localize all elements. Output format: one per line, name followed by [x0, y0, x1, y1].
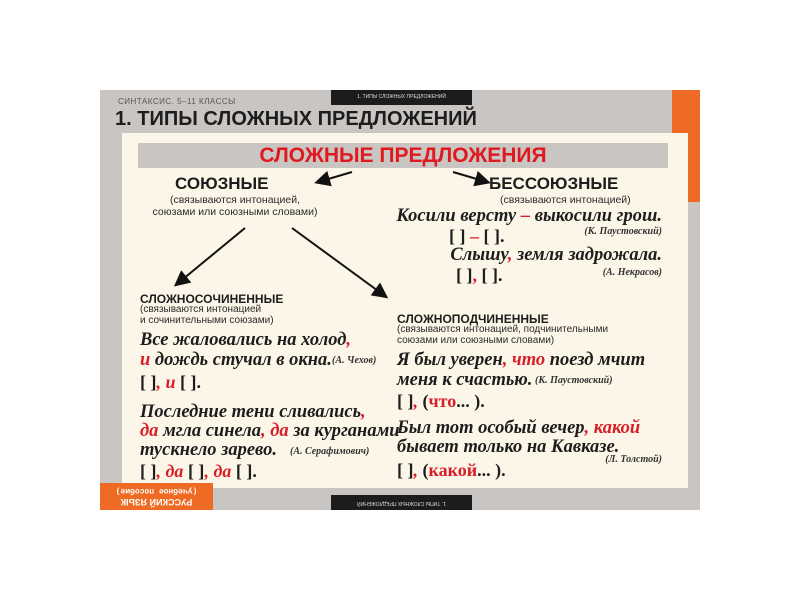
scheme: [ ], (что... ). [397, 391, 485, 411]
desc-line: (связываются интонацией [140, 304, 262, 315]
arrow-to-soyuznye [314, 170, 353, 187]
slozhnopodchinennye-desc: (связываются интонацией, подчинительными… [397, 324, 608, 346]
slozhnosochinennye-desc: (связываются интонацией и сочинительными… [140, 304, 274, 326]
desc-line: и сочинительными союзами) [140, 315, 274, 326]
example-line: и дождь стучал в окна. [140, 350, 332, 370]
bottom-tab-label: 1. ТИПЫ СЛОЖНЫХ ПРЕДЛОЖЕНИЙ [331, 495, 472, 510]
scheme: [ ], [ ]. [456, 265, 503, 285]
scheme: [ ], да [ ], да [ ]. [140, 461, 257, 481]
footer-note: (учебное пособие) [115, 486, 198, 495]
author: (К. Паустовский) [535, 375, 613, 386]
desc-line: союзами или союзными словами) [397, 335, 555, 346]
author: (А. Серафимович) [290, 446, 370, 457]
desc-line: (связываются интонацией, подчинительными [397, 324, 609, 335]
bessoyuznye-desc: (связываются интонацией) [500, 194, 631, 206]
author: (А. Некрасов) [602, 267, 662, 278]
author: (Л. Толстой) [605, 454, 662, 465]
example-sentence: Косили версту – выкосили грош. [396, 206, 662, 226]
page-title: 1. ТИПЫ СЛОЖНЫХ ПРЕДЛОЖЕНИЙ [115, 108, 477, 130]
soyuznye-desc: (связываются интонацией, союзами или сою… [150, 194, 320, 218]
soyuznye-heading: СОЮЗНЫЕ [175, 174, 269, 193]
example-line: тускнело зарево. [140, 440, 277, 460]
example-line: Последние тени сливались, [140, 402, 366, 422]
author: (К. Паустовский) [584, 226, 662, 237]
desc-line: (связываются интонацией, [169, 194, 301, 206]
example-sentence: Слышу, земля задрожала. [450, 245, 662, 265]
example-line: да мгла синела, да за курганами [140, 421, 400, 441]
footer-orange-box: РУССКИЙ ЯЗЫК (учебное пособие) [100, 483, 213, 510]
scheme: [ ] – [ ]. [449, 226, 505, 246]
main-title: СЛОЖНЫЕ ПРЕДЛОЖЕНИЯ [259, 144, 547, 167]
slozhnopodchinennye-heading: СЛОЖНОПОДЧИНЕННЫЕ [397, 312, 549, 326]
desc-line: союзами или союзными словами) [152, 206, 318, 218]
example-line: меня к счастью. [397, 370, 533, 390]
subject-label: СИНТАКСИС. 5–11 КЛАССЫ [118, 97, 236, 106]
arrow-to-slozhnosochinennye [173, 227, 246, 287]
author: (А. Чехов) [332, 355, 377, 366]
footer-subject: РУССКИЙ ЯЗЫК [120, 497, 193, 507]
example-line: бывает только на Кавказе. [397, 437, 620, 457]
example-line: Был тот особый вечер, какой [397, 418, 641, 438]
bessoyuznye-heading: БЕССОЮЗНЫЕ [489, 174, 619, 193]
slozhnosochinennye-heading: СЛОЖНОСОЧИНЕННЫЕ [140, 292, 284, 306]
example-line: Все жаловались на холод, [140, 330, 351, 350]
scheme: [ ], (какой... ). [397, 460, 506, 480]
content-panel [122, 133, 688, 488]
top-tab-label: 1. ТИПЫ СЛОЖНЫХ ПРЕДЛОЖЕНИЙ [331, 90, 472, 105]
arrow-to-slozhnopodchinennye [291, 227, 389, 299]
arrow-to-bessoyuznye [452, 170, 491, 187]
main-title-band: СЛОЖНЫЕ ПРЕДЛОЖЕНИЯ [138, 143, 668, 168]
scheme: [ ], и [ ]. [140, 372, 202, 392]
example-line: Я был уверен, что поезд мчит [397, 350, 646, 370]
